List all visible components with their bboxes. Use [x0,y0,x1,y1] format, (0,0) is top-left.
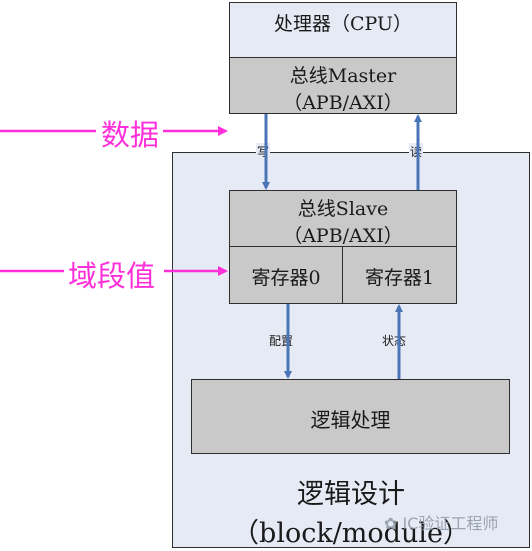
module-title: 逻辑设计 [297,479,405,510]
logic-processing-label: 逻辑处理 [310,408,391,432]
register-0-box: 寄存器0 [229,246,343,304]
bus-slave-box: 总线Slave （APB/AXI） [229,190,457,247]
bus-slave-protocol: （APB/AXI） [283,225,403,247]
status-label: 状态 [381,332,408,349]
bus-master-protocol: （APB/AXI） [283,92,403,114]
bus-slave-label: 总线Slave [297,198,389,220]
watermark: ✿ IC验证工程师 [384,510,498,534]
register-1-label: 寄存器1 [364,267,435,289]
bus-master-label: 总线Master [289,65,397,87]
module-subtitle: （block/module） [232,518,470,549]
bus-master-box: 总线Master （APB/AXI） [229,57,457,114]
wechat-icon: ✿ [384,514,403,533]
field-value-input-label: 域段值 [68,259,156,293]
logic-processing-box: 逻辑处理 [191,379,510,454]
config-label: 配置 [268,332,295,349]
write-label: 写 [256,143,271,160]
watermark-text: IC验证工程师 [402,514,499,533]
read-label: 读 [409,143,424,160]
data-input-label: 数据 [101,118,160,152]
cpu-title: 处理器（CPU） [273,13,412,35]
register-1-box: 寄存器1 [342,246,457,304]
register-0-label: 寄存器0 [251,267,321,289]
cpu-box: 处理器（CPU） [229,2,457,58]
